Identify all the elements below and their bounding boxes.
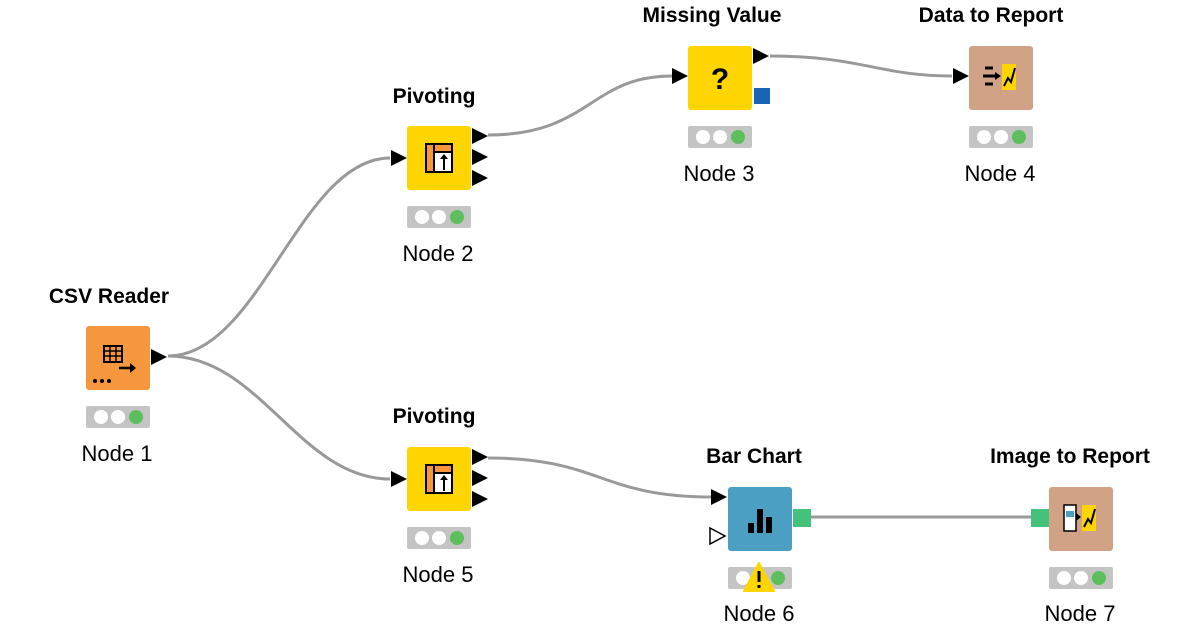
node-label-node5[interactable]: Node 5 <box>402 562 474 587</box>
status-lamp-configured <box>994 130 1008 144</box>
node-pivoting-top[interactable] <box>407 126 471 190</box>
input-port-node6-optional[interactable] <box>708 526 728 546</box>
output-port-node2-2[interactable] <box>471 148 489 166</box>
output-port-node6-image[interactable] <box>792 508 812 528</box>
output-port-node3-data[interactable] <box>752 47 770 65</box>
status-lamp-idle <box>415 531 429 545</box>
status-lights-node1 <box>86 406 150 428</box>
status-lights-node4 <box>969 126 1033 148</box>
connection-node1-node5 <box>167 354 391 481</box>
node-title-data-to-report: Data to Report <box>918 4 1064 27</box>
status-lamp-configured <box>432 210 446 224</box>
connection-node3-node4 <box>769 54 953 78</box>
input-port-node3[interactable] <box>671 67 689 85</box>
node-label-node4[interactable]: Node 4 <box>964 161 1036 186</box>
status-lamp-executed <box>450 210 464 224</box>
node-label-node1[interactable]: Node 1 <box>81 441 153 466</box>
status-lamp-idle <box>94 410 108 424</box>
node-title-csv-reader: CSV Reader <box>48 285 170 308</box>
status-lamp-idle <box>1057 571 1071 585</box>
node-title-missing-value: Missing Value <box>642 4 782 27</box>
input-port-node7-image[interactable] <box>1030 508 1050 528</box>
status-lights-node2 <box>407 206 471 228</box>
status-lamp-executed <box>129 410 143 424</box>
node-title-bar-chart: Bar Chart <box>706 445 802 468</box>
output-port-node2-3[interactable] <box>471 169 489 187</box>
report-data-icon <box>983 64 1016 90</box>
status-lamp-executed <box>771 571 785 585</box>
svg-text:?: ? <box>711 63 729 96</box>
node-data-to-report[interactable] <box>969 46 1033 110</box>
status-lights-node7 <box>1049 567 1113 589</box>
status-lamp-idle <box>977 130 991 144</box>
status-lamp-executed <box>1012 130 1026 144</box>
node-title-image-to-report: Image to Report <box>990 445 1150 468</box>
status-lamp-executed <box>450 531 464 545</box>
output-port-node1[interactable] <box>150 348 168 366</box>
output-port-node3-model[interactable] <box>752 86 772 106</box>
input-port-node6-data[interactable] <box>710 488 728 506</box>
node-missing-value[interactable]: ? <box>688 46 752 110</box>
output-port-node5-1[interactable] <box>471 448 489 466</box>
status-lamp-configured <box>432 531 446 545</box>
connection-node1-node2 <box>167 156 391 358</box>
node-label-node2[interactable]: Node 2 <box>402 241 474 266</box>
bar-chart-icon <box>748 509 772 533</box>
input-port-node2[interactable] <box>390 149 408 167</box>
output-port-node5-2[interactable] <box>471 469 489 487</box>
status-lamp-executed <box>731 130 745 144</box>
node-label-node6[interactable]: Node 6 <box>723 601 795 626</box>
table-import-icon <box>93 345 136 383</box>
node-label-node3[interactable]: Node 3 <box>683 161 755 186</box>
output-port-node2-1[interactable] <box>471 127 489 145</box>
status-lamp-configured <box>111 410 125 424</box>
status-lamp-idle <box>736 571 750 585</box>
connection-node5-node6 <box>487 456 713 499</box>
status-lights-node5 <box>407 527 471 549</box>
node-title-pivoting-bottom: Pivoting <box>392 405 476 428</box>
output-port-node5-3[interactable] <box>471 490 489 508</box>
status-lamp-idle <box>415 210 429 224</box>
node-bar-chart[interactable] <box>728 487 792 551</box>
connection-node2-node3 <box>487 74 673 137</box>
input-port-node4[interactable] <box>952 67 970 85</box>
status-lights-node3 <box>688 126 752 148</box>
node-pivoting-bottom[interactable] <box>407 447 471 511</box>
node-image-to-report[interactable] <box>1049 487 1113 551</box>
report-image-icon <box>1063 504 1096 532</box>
status-lamp-idle <box>696 130 710 144</box>
pivot-icon <box>425 464 453 494</box>
warning-icon[interactable] <box>742 561 776 593</box>
node-label-node7[interactable]: Node 7 <box>1044 601 1116 626</box>
status-lamp-executed <box>1092 571 1106 585</box>
pivot-icon <box>425 143 453 173</box>
status-lamp-configured <box>713 130 727 144</box>
status-lamp-configured <box>1074 571 1088 585</box>
question-mark-icon: ? <box>711 63 729 96</box>
input-port-node5[interactable] <box>390 470 408 488</box>
node-title-pivoting-top: Pivoting <box>392 85 476 108</box>
node-csv-reader[interactable] <box>86 326 150 390</box>
